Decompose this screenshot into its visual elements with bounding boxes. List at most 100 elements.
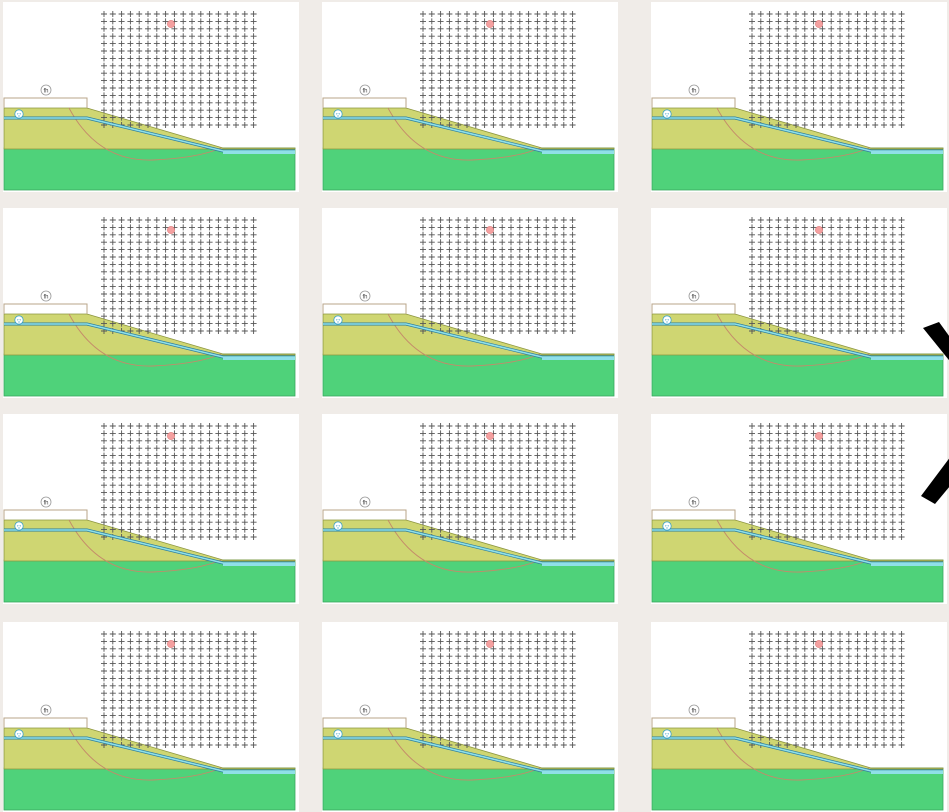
critical-center-dot bbox=[486, 640, 494, 648]
slip-center-grid bbox=[749, 217, 905, 334]
water-marker-icon bbox=[14, 109, 24, 119]
water-surface bbox=[871, 151, 943, 154]
load-marker-label: fh bbox=[691, 295, 696, 301]
slip-surface-arc bbox=[387, 313, 541, 367]
water-marker-icon bbox=[14, 315, 24, 325]
slip-center-grid bbox=[101, 11, 257, 128]
slip-surface-arc bbox=[387, 107, 541, 161]
slip-surface-arc bbox=[68, 313, 222, 367]
lower-soil-layer bbox=[322, 767, 615, 811]
slip-surface-arc bbox=[68, 727, 222, 781]
slip-surface-arc bbox=[716, 519, 870, 573]
slope-thumbnail[interactable]: fh▽ bbox=[3, 622, 299, 812]
upper-soil-layer bbox=[322, 727, 615, 770]
load-marker-label: fh bbox=[362, 295, 367, 301]
slip-surface-arc bbox=[68, 107, 222, 161]
load-outline bbox=[651, 717, 736, 728]
lower-soil-layer bbox=[651, 147, 944, 191]
load-marker-label: fh bbox=[43, 501, 48, 507]
load-marker-label: fh bbox=[691, 89, 696, 95]
slope-thumbnail[interactable]: fh▽ bbox=[651, 414, 947, 604]
water-marker-label: ▽ bbox=[17, 113, 22, 119]
load-outline bbox=[651, 303, 736, 314]
slope-thumbnail[interactable]: fh▽ bbox=[651, 208, 947, 398]
critical-center-dot bbox=[815, 20, 823, 28]
water-marker-icon bbox=[662, 729, 672, 739]
critical-center-dot bbox=[167, 432, 175, 440]
upper-soil-layer bbox=[3, 519, 296, 562]
critical-center-dot bbox=[815, 226, 823, 234]
lower-soil-layer bbox=[322, 353, 615, 397]
slip-center-grid bbox=[101, 217, 257, 334]
slip-surface-arc bbox=[716, 107, 870, 161]
slip-center-grid bbox=[749, 423, 905, 540]
load-marker-label: fh bbox=[691, 501, 696, 507]
lower-soil-layer bbox=[651, 767, 944, 811]
load-marker-icon bbox=[40, 704, 52, 716]
lower-soil-layer bbox=[3, 147, 296, 191]
load-marker-icon bbox=[359, 290, 371, 302]
lower-soil-layer bbox=[3, 559, 296, 603]
water-surface bbox=[871, 771, 943, 774]
slip-center-grid bbox=[420, 11, 576, 128]
load-marker-icon bbox=[359, 84, 371, 96]
load-outline bbox=[651, 509, 736, 520]
load-outline bbox=[3, 509, 88, 520]
water-marker-icon bbox=[662, 109, 672, 119]
water-surface bbox=[542, 151, 614, 154]
critical-center-dot bbox=[167, 640, 175, 648]
load-marker-icon bbox=[688, 496, 700, 508]
slope-thumbnail[interactable]: fh ▽ bbox=[322, 208, 618, 398]
lower-soil-layer bbox=[651, 353, 944, 397]
water-marker-label: ▽ bbox=[336, 733, 341, 739]
slip-center-grid bbox=[749, 631, 905, 748]
slope-thumbnail[interactable]: fh ▽ bbox=[651, 622, 947, 812]
load-outline bbox=[3, 97, 88, 108]
load-marker-icon bbox=[688, 84, 700, 96]
upper-soil-layer bbox=[651, 313, 944, 356]
water-surface bbox=[223, 771, 295, 774]
load-marker-label: fh bbox=[43, 89, 48, 95]
slip-surface-arc bbox=[716, 727, 870, 781]
load-marker-label: fh bbox=[691, 709, 696, 715]
slope-thumbnail[interactable]: fh▽ bbox=[651, 2, 947, 192]
water-surface bbox=[223, 563, 295, 566]
slope-thumbnail[interactable]: fh ▽ bbox=[3, 2, 299, 192]
water-marker-label: ▽ bbox=[336, 113, 341, 119]
load-marker-icon bbox=[40, 496, 52, 508]
water-marker-label: ▽ bbox=[336, 319, 341, 325]
upper-soil-layer bbox=[3, 313, 296, 356]
slope-thumbnail[interactable]: fh ▽ bbox=[3, 208, 299, 398]
load-marker-label: fh bbox=[362, 501, 367, 507]
slope-thumbnail[interactable]: fh ▽ bbox=[322, 414, 618, 604]
load-marker-icon bbox=[359, 704, 371, 716]
slope-thumbnail[interactable]: fh ▽ bbox=[3, 414, 299, 604]
water-marker-label: ▽ bbox=[17, 525, 22, 531]
water-surface bbox=[542, 771, 614, 774]
water-marker-label: ▽ bbox=[17, 733, 22, 739]
load-marker-icon bbox=[688, 290, 700, 302]
water-surface bbox=[542, 357, 614, 360]
water-marker-label: ▽ bbox=[336, 525, 341, 531]
critical-center-dot bbox=[486, 20, 494, 28]
water-marker-label: ▽ bbox=[665, 733, 670, 739]
load-outline bbox=[322, 303, 407, 314]
slip-center-grid bbox=[101, 631, 257, 748]
lower-soil-layer bbox=[322, 147, 615, 191]
water-marker-icon bbox=[662, 315, 672, 325]
upper-soil-layer bbox=[3, 727, 296, 770]
slope-thumbnail[interactable]: fh▽ bbox=[322, 2, 618, 192]
slope-thumbnail[interactable]: fh ▽ bbox=[322, 622, 618, 812]
lower-soil-layer bbox=[3, 353, 296, 397]
load-marker-label: fh bbox=[43, 295, 48, 301]
upper-soil-layer bbox=[651, 107, 944, 150]
load-marker-icon bbox=[688, 704, 700, 716]
critical-center-dot bbox=[486, 432, 494, 440]
slip-center-grid bbox=[420, 631, 576, 748]
load-marker-icon bbox=[40, 84, 52, 96]
load-marker-label: fh bbox=[362, 709, 367, 715]
water-marker-icon bbox=[14, 521, 24, 531]
water-marker-label: ▽ bbox=[17, 319, 22, 325]
critical-center-dot bbox=[486, 226, 494, 234]
